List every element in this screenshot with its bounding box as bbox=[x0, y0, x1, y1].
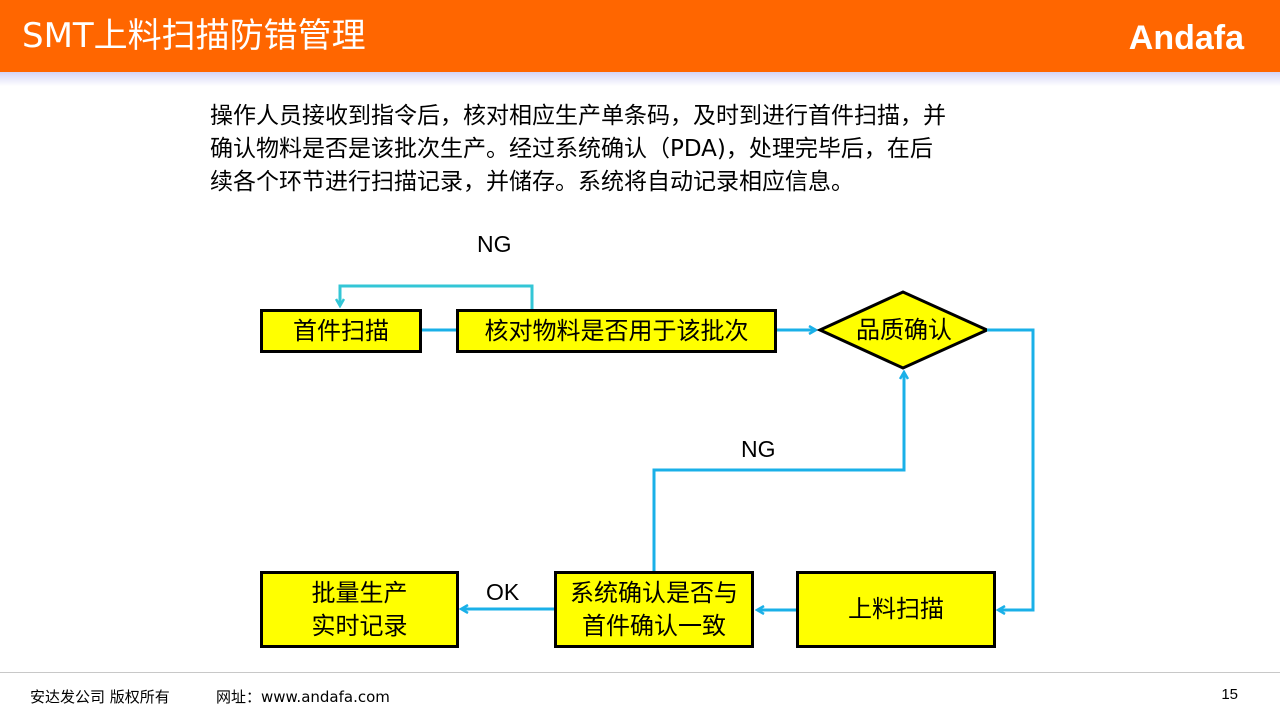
page-number: 15 bbox=[1221, 686, 1238, 703]
footer-divider bbox=[0, 672, 1280, 673]
header-shadow bbox=[0, 72, 1280, 86]
node-first-scan: 首件扫描 bbox=[260, 309, 422, 353]
connector-quality-to-feed bbox=[987, 328, 1035, 610]
footer-copyright: 安达发公司 版权所有 bbox=[30, 688, 170, 706]
brand-logo: Andafa bbox=[1128, 19, 1244, 57]
description-line: 确认物料是否是该批次生产。经过系统确认（PDA)，处理完毕后，在后 bbox=[210, 136, 933, 162]
edge-label-ng-top: NG bbox=[477, 231, 512, 257]
slide-title: SMT上料扫描防错管理 bbox=[22, 16, 366, 56]
node-system-confirm: 系统确认是否与 首件确认一致 bbox=[554, 571, 754, 648]
node-system-confirm-line2: 首件确认一致 bbox=[582, 611, 726, 640]
footer-website: 网址：www.andafa.com bbox=[216, 688, 390, 706]
node-batch-line1: 批量生产 bbox=[311, 578, 408, 607]
node-quality-confirm-label: 品质确认 bbox=[856, 316, 952, 344]
description-text: 操作人员接收到指令后，核对相应生产单条码，及时到进行首件扫描，并 确认物料是否是… bbox=[210, 100, 1090, 199]
node-feed-scan: 上料扫描 bbox=[796, 571, 996, 648]
edge-label-ok: OK bbox=[486, 579, 520, 605]
node-batch-line2: 实时记录 bbox=[311, 611, 408, 640]
node-check-material-label: 核对物料是否用于该批次 bbox=[484, 316, 749, 345]
description-line: 续各个环节进行扫描记录，并储存。系统将自动记录相应信息。 bbox=[210, 169, 854, 195]
node-feed-scan-label: 上料扫描 bbox=[848, 595, 944, 623]
node-system-confirm-line1: 系统确认是否与 bbox=[570, 578, 738, 607]
header-bar bbox=[0, 0, 1280, 72]
connector-ng-loop bbox=[340, 284, 534, 309]
node-first-scan-label: 首件扫描 bbox=[293, 316, 389, 345]
description-line: 操作人员接收到指令后，核对相应生产单条码，及时到进行首件扫描，并 bbox=[210, 103, 946, 129]
node-batch-production: 批量生产 实时记录 bbox=[260, 571, 459, 648]
node-check-material: 核对物料是否用于该批次 bbox=[456, 309, 777, 353]
connector-ng-back-to-quality bbox=[652, 372, 904, 572]
edge-label-ng-middle: NG bbox=[741, 436, 776, 462]
